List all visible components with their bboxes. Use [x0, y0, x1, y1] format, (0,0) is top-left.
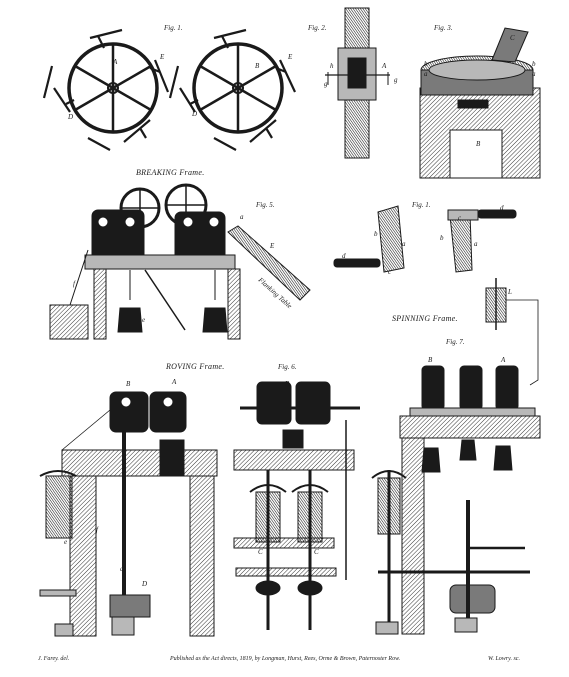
- key-letter: C: [510, 34, 515, 42]
- key-letter: g: [394, 76, 398, 84]
- roving-frame: [39, 391, 218, 637]
- key-letter: c: [458, 214, 462, 222]
- key-letter: g: [324, 80, 328, 88]
- key-letter: A: [501, 356, 506, 364]
- key-letter: c: [120, 565, 124, 573]
- key-letter: a: [474, 240, 478, 248]
- fig1-wheel-b: [168, 28, 296, 151]
- fig5-label: Fig. 5.: [256, 201, 275, 209]
- key-letter: E: [270, 242, 275, 250]
- key-letter: B: [428, 356, 433, 364]
- key-letter: L: [508, 288, 512, 296]
- key-letter: D: [68, 113, 74, 121]
- key-letter: d: [342, 252, 346, 260]
- key-letter: C: [258, 548, 263, 556]
- publisher-imprint: Published as the Act directs, 1819, by L…: [170, 656, 401, 662]
- fig2-label: Fig. 2.: [308, 24, 327, 32]
- key-letter: C: [314, 548, 319, 556]
- key-letter: d: [500, 204, 504, 212]
- key-letter: c: [388, 268, 392, 276]
- roving-frame-title: ROVING Frame.: [166, 362, 225, 371]
- fig1-comb-tools: [333, 205, 517, 273]
- fig6-label: Fig. 6.: [278, 363, 297, 371]
- key-letter: b: [424, 60, 428, 68]
- key-letter: f: [73, 280, 75, 288]
- spinning-bobbin-L: [485, 278, 539, 386]
- key-letter: A: [382, 62, 387, 70]
- fig3-stone-mill: [419, 27, 541, 179]
- spinning-frame-title: SPINNING Frame.: [392, 314, 458, 323]
- key-letter: A: [172, 378, 177, 386]
- fig2-post: [325, 7, 390, 159]
- key-letter: b: [374, 230, 378, 238]
- key-letter: B: [255, 62, 260, 70]
- draughtsman-credit: J. Farey. del.: [38, 656, 70, 662]
- fig5-breaking-frame: [49, 183, 311, 340]
- key-letter: D: [192, 110, 198, 118]
- key-letter: a: [240, 213, 244, 221]
- fig3-label: Fig. 3.: [434, 24, 453, 32]
- breaking-frame-title: BREAKING Frame.: [136, 168, 205, 177]
- fig1-top-label: Fig. 1.: [164, 24, 183, 32]
- engraver-credit: W. Lowry. sc.: [488, 656, 520, 662]
- key-letter: A: [113, 58, 118, 66]
- fig7-label: Fig. 7.: [446, 338, 465, 346]
- key-letter: e: [142, 316, 146, 324]
- key-letter: h: [330, 62, 334, 70]
- key-letter: E: [160, 53, 165, 61]
- key-letter: a: [424, 70, 428, 78]
- fig7-spinning-frame: [371, 365, 541, 635]
- fig6-roving-detail: [233, 381, 360, 630]
- key-letter: B: [476, 140, 481, 148]
- key-letter: B: [126, 380, 131, 388]
- key-letter: b: [440, 234, 444, 242]
- key-letter: D: [142, 580, 148, 588]
- key-letter: b: [532, 60, 536, 68]
- key-letter: a: [402, 240, 406, 248]
- fig1-mid-label: Fig. 1.: [412, 201, 431, 209]
- fig1-wheel-a: [42, 28, 170, 151]
- key-letter: e: [64, 538, 68, 546]
- key-letter: E: [288, 53, 293, 61]
- key-letter: a: [532, 70, 536, 78]
- key-letter: B: [285, 380, 290, 388]
- key-letter: f: [96, 526, 98, 534]
